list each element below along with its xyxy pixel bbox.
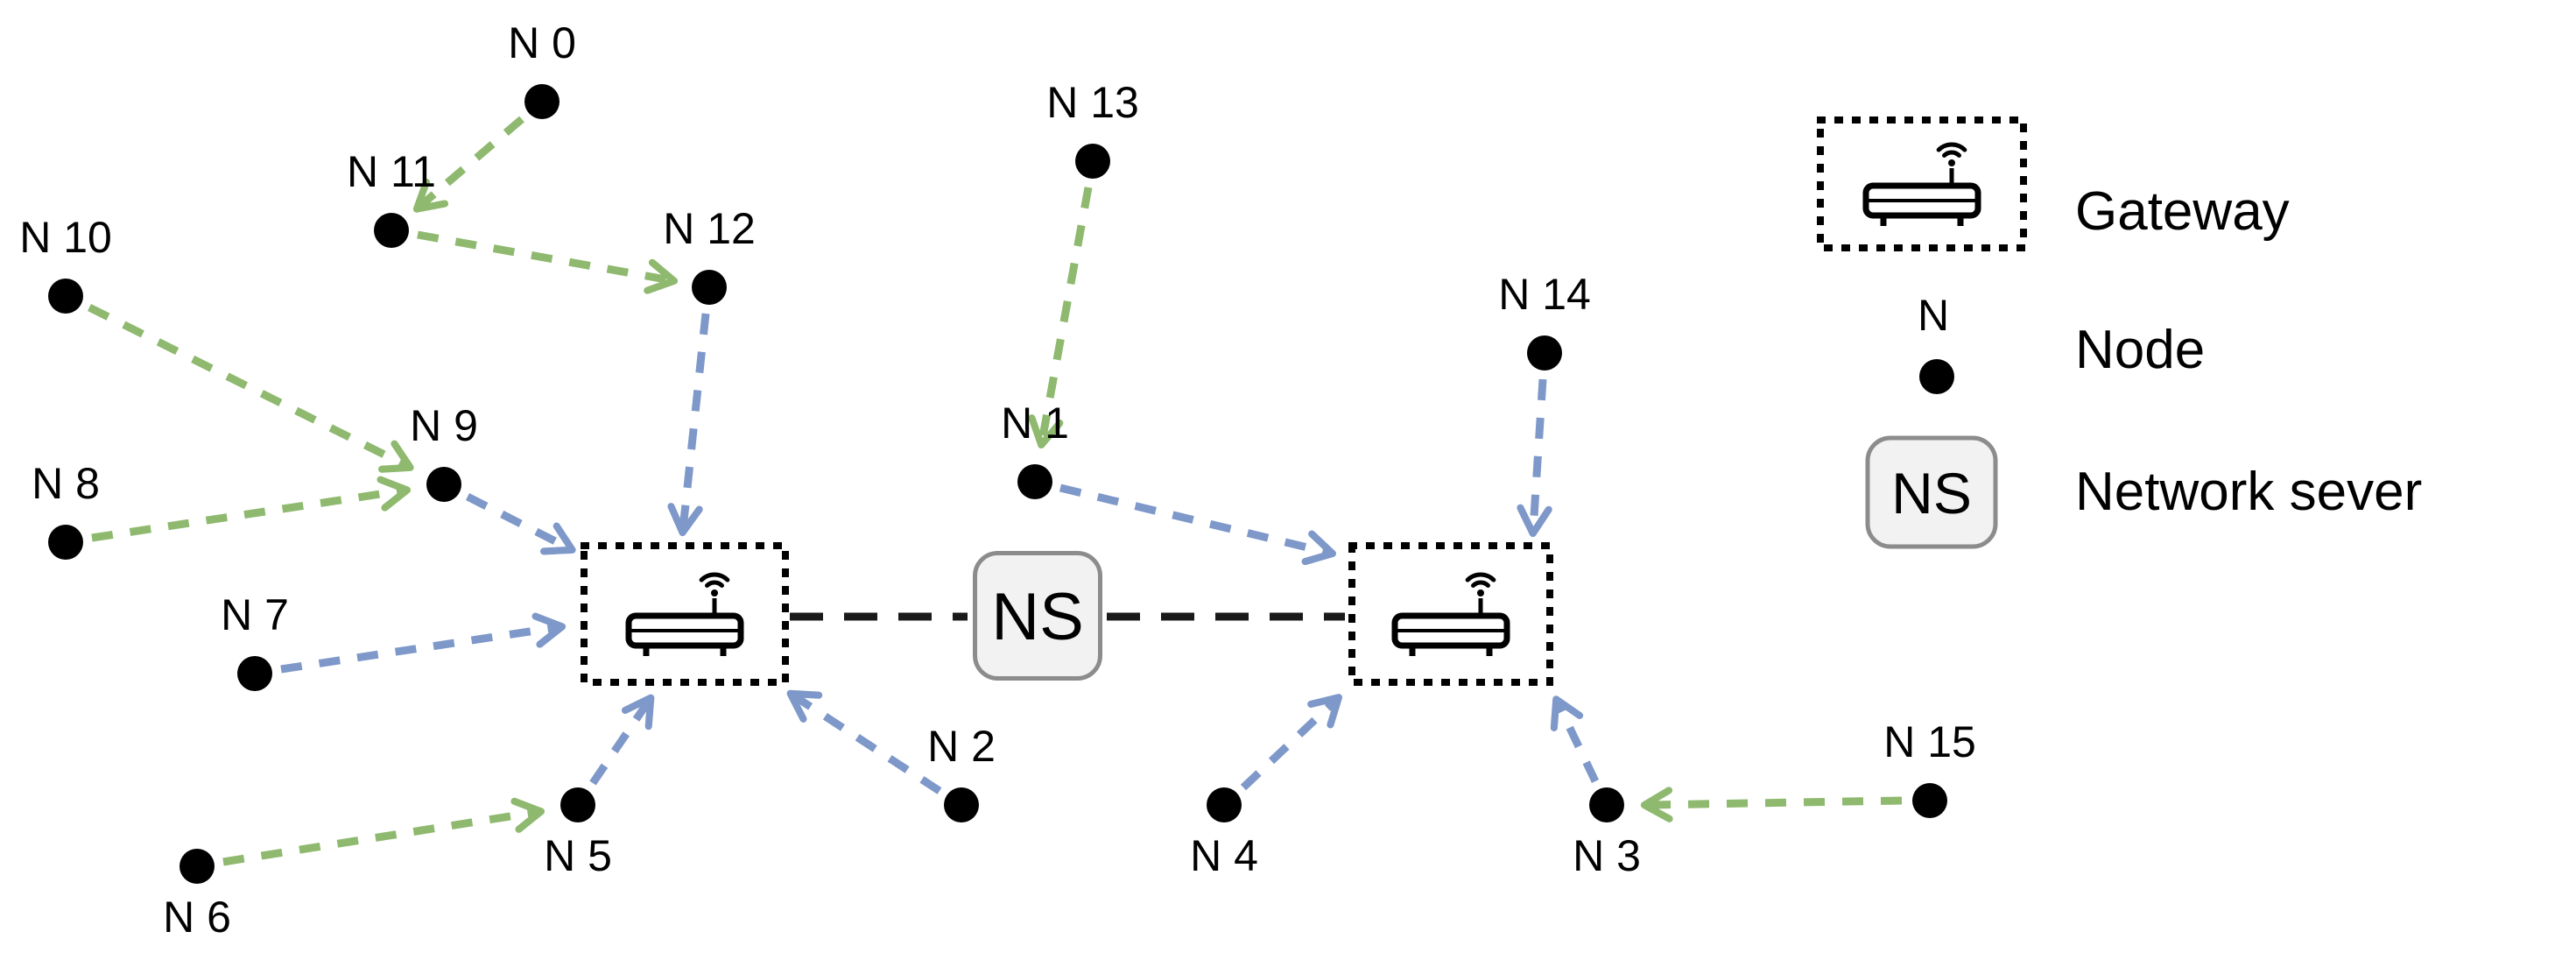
- link-n12-gateway1: [667, 313, 710, 537]
- wifi-dot-icon: [711, 589, 718, 596]
- link-n9-gateway1: [465, 492, 576, 555]
- wifi-arc-icon: [705, 580, 724, 589]
- wifi-dot-icon: [1477, 589, 1484, 596]
- gateway-2: [1348, 542, 1553, 686]
- link-n8-n9: [91, 476, 412, 542]
- node-n14: N 14: [1498, 270, 1591, 371]
- link-n7-gateway1: [280, 612, 567, 674]
- node-n1: N 1: [1001, 399, 1069, 499]
- wifi-arc-icon: [1471, 580, 1490, 589]
- node-label: N 3: [1573, 831, 1641, 880]
- network-server-box: [973, 551, 1102, 681]
- legend-node-dot: [1919, 359, 1954, 394]
- gateway-dotted-border: [581, 542, 789, 686]
- node-dot: [237, 656, 272, 691]
- node-dot: [48, 525, 83, 560]
- node-n10: N 10: [19, 213, 112, 314]
- node-label: N 8: [32, 459, 100, 508]
- legend-node-label: Node: [2075, 320, 2205, 380]
- node-dot: [1075, 144, 1110, 179]
- router-icon: [625, 572, 744, 656]
- legend-gateway-box: [1817, 116, 2027, 251]
- node-n15: N 15: [1883, 717, 1976, 818]
- links-layer: [87, 116, 1903, 866]
- node-dot: [1527, 335, 1562, 371]
- node-label: N 12: [663, 204, 756, 253]
- network-server-label: NS: [991, 580, 1084, 654]
- node-n11: N 11: [347, 147, 436, 248]
- node-n3: N 3: [1573, 787, 1641, 880]
- node-label: N 6: [163, 893, 231, 942]
- node-label: N 1: [1001, 399, 1069, 448]
- node-dot: [1912, 783, 1947, 818]
- node-label: N 11: [347, 147, 436, 196]
- link-n14-gateway2: [1517, 378, 1552, 538]
- node-label: N 9: [410, 401, 478, 450]
- node-label: N 15: [1883, 717, 1976, 766]
- node-n12: N 12: [663, 204, 756, 305]
- node-n7: N 7: [221, 590, 289, 691]
- network-server: NS: [973, 551, 1102, 681]
- node-n9: N 9: [410, 401, 478, 502]
- node-dot: [1589, 787, 1624, 822]
- wifi-arc-icon: [1465, 572, 1496, 582]
- gateway-dotted-border: [1348, 542, 1553, 686]
- node-dot: [179, 849, 215, 884]
- wifi-arc-icon: [699, 572, 730, 582]
- legend-ns-box: [1865, 435, 1998, 549]
- link-n1-gateway2: [1059, 484, 1336, 566]
- node-dot: [48, 279, 83, 314]
- link-n3-gateway2: [1550, 695, 1600, 783]
- node-label: N 10: [19, 213, 112, 262]
- link-n13-n1: [1028, 187, 1093, 449]
- node-n8: N 8: [32, 459, 100, 560]
- node-n5: N 5: [544, 787, 612, 880]
- node-dot: [374, 213, 409, 248]
- node-n2: N 2: [927, 722, 996, 822]
- node-dot: [692, 270, 727, 305]
- node-label: N 0: [508, 18, 576, 67]
- router-icon: [1862, 142, 1981, 226]
- node-n4: N 4: [1190, 787, 1258, 880]
- node-n0: N 0: [508, 18, 576, 119]
- node-dot: [944, 787, 979, 822]
- node-label: N 5: [544, 831, 612, 880]
- node-label: N 14: [1498, 270, 1591, 319]
- legend-gateway-label: Gateway: [2075, 181, 2290, 242]
- wifi-arc-icon: [1936, 142, 1967, 152]
- wifi-dot-icon: [1948, 159, 1955, 166]
- node-label: N 13: [1046, 78, 1139, 127]
- legend-ns-symbol: NS: [1891, 461, 1972, 526]
- link-n5-gateway1: [589, 694, 655, 786]
- node-dot: [1207, 787, 1242, 822]
- legend-ns-label: Network sever: [2075, 462, 2422, 522]
- node-dot: [560, 787, 595, 822]
- node-dot: [524, 84, 560, 119]
- link-n15-n3: [1640, 787, 1903, 822]
- gateway-1: [581, 542, 789, 686]
- link-n2-gateway1: [786, 689, 942, 794]
- node-label: N 2: [927, 722, 996, 771]
- legend-node-symbol: N: [1918, 291, 1949, 340]
- node-n13: N 13: [1046, 78, 1139, 179]
- link-n4-gateway2: [1240, 694, 1342, 791]
- node-dot: [1017, 464, 1052, 499]
- link-n11-n12: [417, 230, 679, 294]
- link-n10-n9: [87, 303, 414, 473]
- link-n6-n5: [222, 797, 545, 866]
- node-label: N 4: [1190, 831, 1258, 880]
- node-label: N 7: [221, 590, 289, 639]
- wifi-arc-icon: [1942, 150, 1961, 159]
- node-dot: [426, 467, 461, 502]
- node-n6: N 6: [163, 849, 231, 942]
- router-icon: [1391, 572, 1510, 656]
